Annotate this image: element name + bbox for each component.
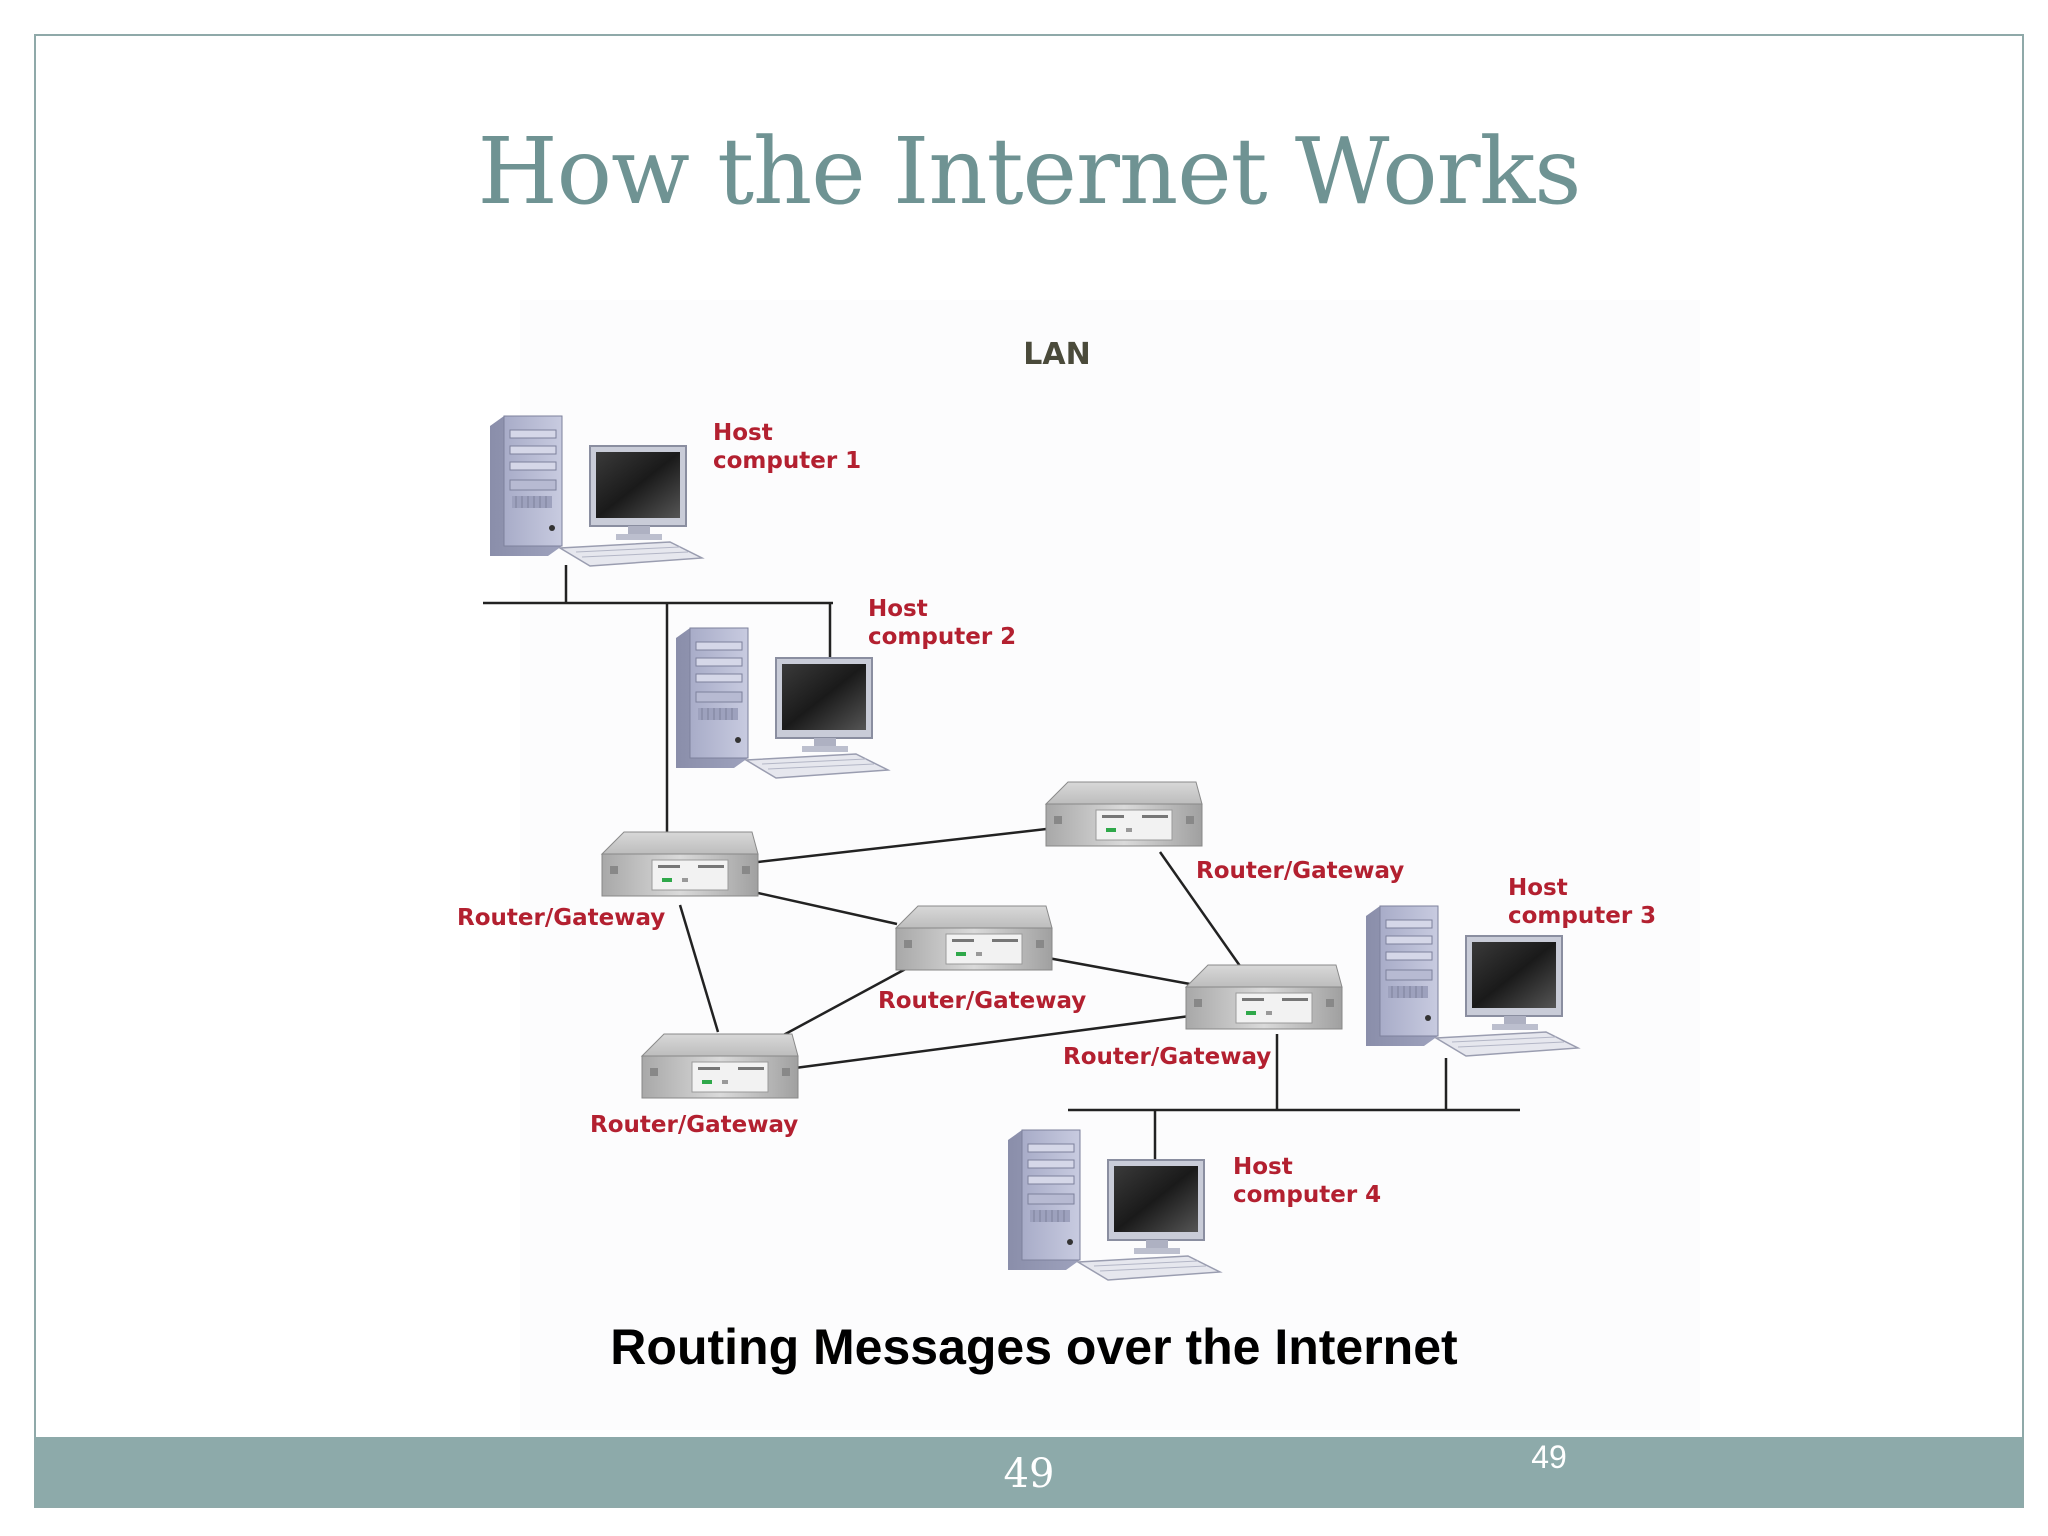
figure-caption: Routing Messages over the Internet (610, 1319, 1458, 1375)
host-computer-2 (675, 627, 889, 779)
router-gateway-icon (895, 905, 1053, 971)
router-gateway-icon (1185, 964, 1343, 1030)
network-links (483, 565, 1520, 1170)
host-3-label: Host computer 3 (1508, 875, 1656, 929)
host-4-label-line2: computer 4 (1233, 1182, 1381, 1208)
host-2-label-line2: computer 2 (868, 624, 1016, 650)
desktop-computer-icon (1007, 1129, 1221, 1281)
host-1-label-line2: computer 1 (713, 448, 861, 474)
router-east (1185, 964, 1343, 1030)
footer-bar: 49 49 (35, 1437, 2023, 1507)
router-gateway-icon (601, 831, 759, 897)
page-number-secondary: 49 (1531, 1439, 1567, 1475)
host-3-label-line2: computer 3 (1508, 903, 1656, 929)
host-2-label-line1: Host (868, 596, 928, 622)
page-number: 49 (1003, 1451, 1055, 1497)
host-3-label-line1: Host (1508, 875, 1568, 901)
host-1-label-line1: Host (713, 420, 773, 446)
router-gateway-icon (1045, 781, 1203, 847)
slide-title: How the Internet Works (477, 118, 1581, 225)
desktop-computer-icon (675, 627, 889, 779)
host-4-label: Host computer 4 (1233, 1154, 1381, 1208)
host-computer-1 (489, 415, 703, 567)
desktop-computer-icon (489, 415, 703, 567)
host-computer-4 (1007, 1129, 1221, 1281)
host-2-label: Host computer 2 (868, 596, 1016, 650)
router-west (601, 831, 759, 897)
router-gateway-icon (641, 1033, 799, 1099)
host-1-label: Host computer 1 (713, 420, 861, 474)
router-southwest (641, 1033, 799, 1099)
router-east-label: Router/Gateway (1063, 1044, 1271, 1070)
lan-label: LAN (1023, 337, 1090, 372)
host-4-label-line1: Host (1233, 1154, 1293, 1180)
router-center (895, 905, 1053, 971)
router-center-label: Router/Gateway (878, 988, 1086, 1014)
router-west-label: Router/Gateway (457, 905, 665, 931)
router-southwest-label: Router/Gateway (590, 1112, 798, 1138)
router-northeast-label: Router/Gateway (1196, 858, 1404, 884)
router-northeast (1045, 781, 1203, 847)
